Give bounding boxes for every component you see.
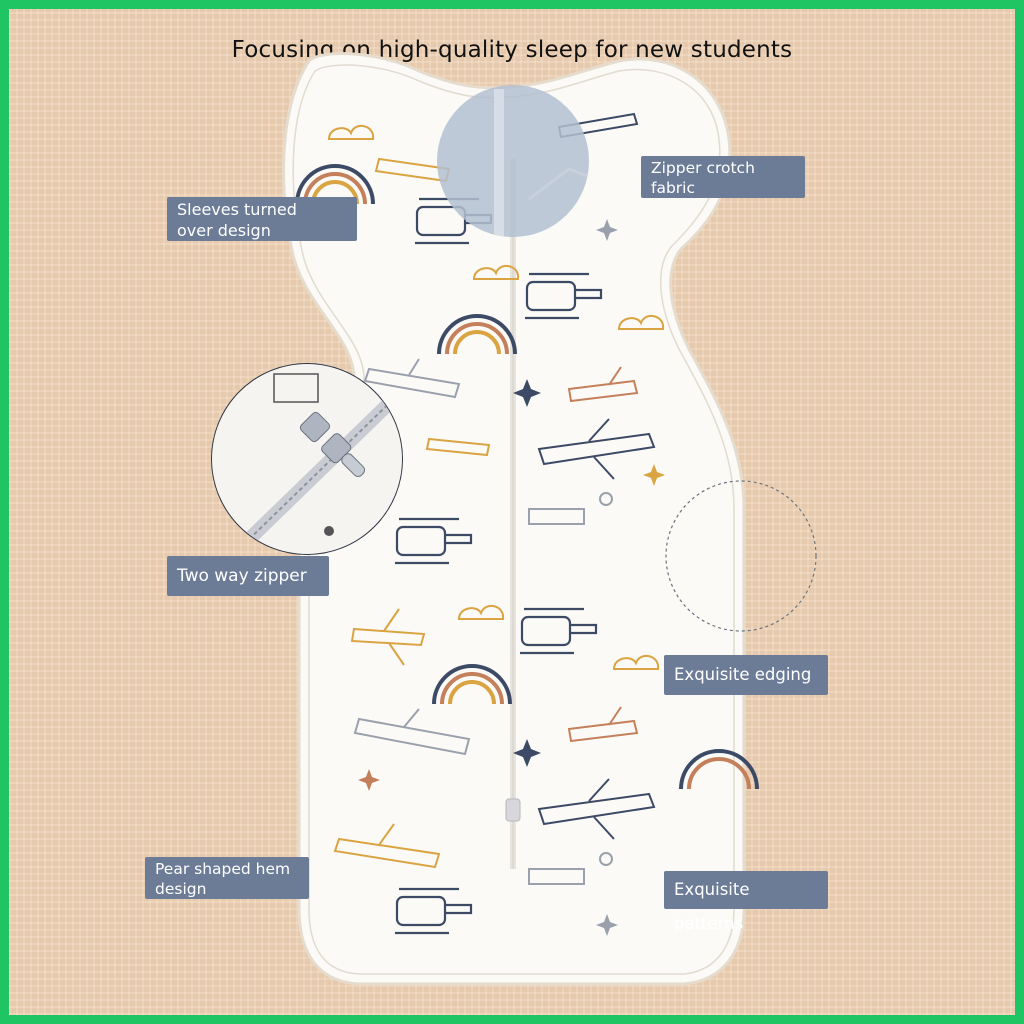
label-zipper-crotch-line2: fabric xyxy=(651,179,695,197)
swaddle-illustration xyxy=(211,52,817,986)
edging-magnifier xyxy=(665,480,817,632)
label-patterns-text: Exquisite patterns xyxy=(674,880,750,933)
two-way-zipper-magnifier xyxy=(211,363,403,555)
zipper-crotch-magnifier xyxy=(437,85,589,237)
pattern-rainbows xyxy=(295,164,759,790)
label-zipper-crotch: Zipper crotch fabric xyxy=(641,156,805,198)
pattern-airplanes xyxy=(333,112,656,885)
pattern-clouds xyxy=(327,124,665,670)
label-hem-line1: Pear shaped hem xyxy=(155,860,291,878)
label-two-way-zipper-text: Two way zipper xyxy=(177,566,307,586)
label-edging-text: Exquisite edging xyxy=(674,665,812,684)
label-edging: Exquisite edging xyxy=(664,655,828,695)
label-sleeves-line1: Sleeves turned xyxy=(177,200,297,219)
label-patterns: Exquisite patterns xyxy=(664,871,828,933)
label-sleeves-line2: over design xyxy=(177,221,271,240)
label-two-way-zipper: Two way zipper xyxy=(167,556,329,596)
label-zipper-crotch-line1: Zipper crotch xyxy=(651,159,755,177)
label-sleeves: Sleeves turned over design xyxy=(167,197,357,241)
pattern-sparkles xyxy=(358,219,665,936)
label-hem: Pear shaped hem design xyxy=(145,857,309,899)
label-hem-line2: design xyxy=(155,880,207,898)
